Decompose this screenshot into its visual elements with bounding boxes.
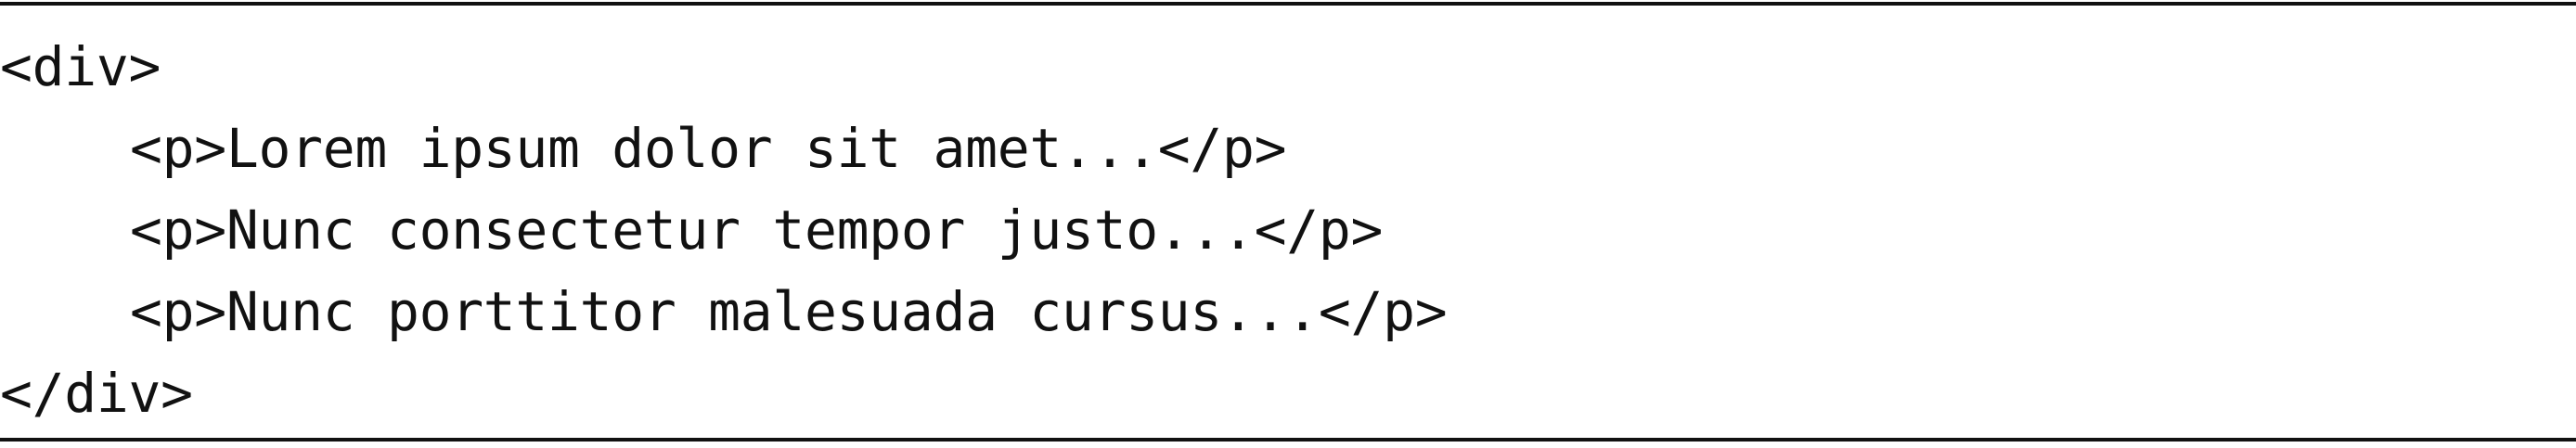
code-line-div-open: <div> (0, 35, 161, 98)
code-line-paragraph-1: <p>Lorem ipsum dolor sit amet...</p> (130, 117, 1287, 180)
code-line-div-close: </div> (0, 362, 193, 425)
code-line-paragraph-2: <p>Nunc consectetur tempor justo...</p> (130, 198, 1384, 262)
code-lines: <div> <p>Lorem ipsum dolor sit amet...</… (0, 26, 1448, 434)
code-line-paragraph-3: <p>Nunc porttitor malesuada cursus...</p… (130, 280, 1448, 343)
